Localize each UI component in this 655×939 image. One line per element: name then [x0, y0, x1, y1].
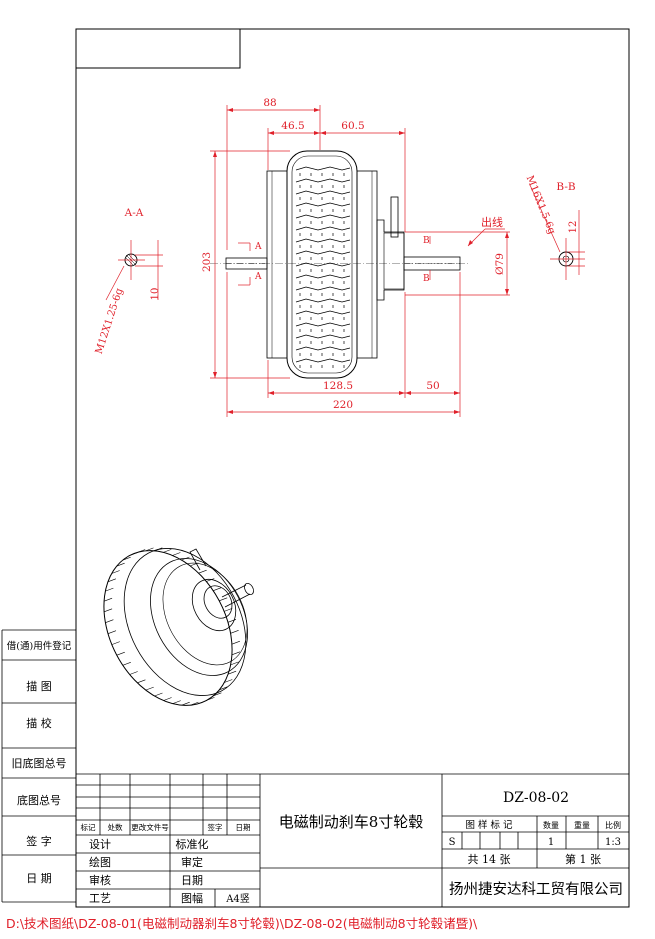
section-b-mark-top: B	[423, 236, 430, 246]
dim-220: 220	[333, 399, 353, 411]
scale-header: 比例	[605, 820, 621, 830]
weight-header: 重量	[574, 820, 590, 830]
rev-header-sign: 签字	[208, 822, 223, 832]
dimension-lines	[210, 105, 510, 417]
drawing-number: DZ-08-02	[503, 790, 569, 806]
title-block-grid	[76, 773, 629, 907]
total-sheets: 共 14 张	[468, 853, 511, 866]
rev-header-mark: 标记	[81, 822, 96, 832]
dim-128-5: 128.5	[323, 380, 353, 392]
dim-88: 88	[263, 97, 276, 109]
hub-motor-isometric-view	[103, 548, 254, 706]
outlet-label: 出线	[481, 215, 503, 229]
file-path-footer: D:\技术图纸\DZ-08-01(电磁制动器刹车8寸轮毂)\DZ-08-02(电…	[6, 916, 478, 931]
section-a-title: A-A	[124, 207, 144, 219]
section-b-mark-bottom: B	[423, 274, 430, 284]
corner-box	[75, 28, 241, 69]
dim-203: 203	[201, 252, 213, 272]
section-b-thread: M16X1.5-6g	[524, 174, 558, 236]
left-registration-column	[1, 629, 76, 903]
qty-value: 1	[548, 837, 554, 848]
rev-header-date: 日期	[236, 823, 251, 832]
sheet-size-value: A4竖	[225, 893, 250, 905]
title-block-text: 标记 处数 更改文件号 签字 日期 设计 绘图 审核 工艺 标准化 审定 日期 …	[81, 790, 624, 905]
left-label-2: 描 校	[26, 716, 52, 730]
section-a-dim-10: 10	[150, 288, 161, 301]
dimension-texts: 88 46.5 60.5 203 128.5 50 220 Ø79 出线 A A…	[201, 97, 506, 411]
left-label-0: 借(通)用件登记	[7, 640, 72, 652]
section-a-mark-bottom: A	[254, 272, 262, 282]
left-column-labels: 借(通)用件登记 描 图 描 校 旧底图总号 底图总号 签 字 日 期	[7, 640, 72, 885]
section-a-thread: M12X1.25-6g	[94, 286, 126, 355]
dim-60-5: 60.5	[341, 120, 364, 132]
left-label-4: 底图总号	[17, 793, 61, 807]
scale-value: 1:3	[605, 837, 621, 848]
role-draw: 绘图	[89, 855, 111, 869]
role-approve: 审定	[181, 855, 203, 869]
role-process: 工艺	[89, 892, 111, 905]
role-date: 日期	[181, 874, 203, 887]
section-b-dim-12: 12	[568, 221, 579, 234]
drawing-title: 电磁制动刹车8寸轮毂	[279, 813, 424, 831]
section-b-title: B-B	[556, 181, 575, 193]
company-name: 扬州捷安达科工贸有限公司	[449, 881, 623, 898]
role-check: 审核	[89, 873, 111, 887]
role-sheet-size: 图幅	[181, 892, 203, 905]
section-b-b-view: B-B 12 M16X1.5-6g	[524, 174, 585, 280]
role-standard: 标准化	[176, 837, 209, 851]
role-design: 设计	[89, 838, 111, 851]
hub-motor-side-view	[210, 150, 470, 379]
isometric-tread-pattern	[103, 547, 241, 706]
sheet-number: 第 1 张	[565, 852, 601, 866]
rev-header-count: 处数	[108, 822, 123, 832]
dim-79: Ø79	[494, 253, 506, 275]
sheet-frame	[75, 28, 630, 908]
tire-tread-pattern	[295, 166, 351, 368]
left-label-5: 签 字	[26, 834, 52, 848]
left-label-6: 日 期	[26, 872, 52, 885]
dimension-arrows	[213, 108, 509, 414]
qty-header: 数量	[543, 820, 559, 830]
left-label-1: 描 图	[26, 679, 52, 693]
dim-46-5: 46.5	[281, 120, 304, 132]
dim-50: 50	[426, 380, 439, 392]
left-label-3: 旧底图总号	[12, 756, 67, 770]
section-a-mark-top: A	[254, 242, 262, 252]
grade-header: 图 样 标 记	[465, 819, 513, 831]
section-a-a-view: A-A 10 M12X1.25-6g	[94, 207, 163, 356]
grade-value: S	[449, 837, 456, 848]
rev-header-docno: 更改文件号	[131, 822, 169, 832]
